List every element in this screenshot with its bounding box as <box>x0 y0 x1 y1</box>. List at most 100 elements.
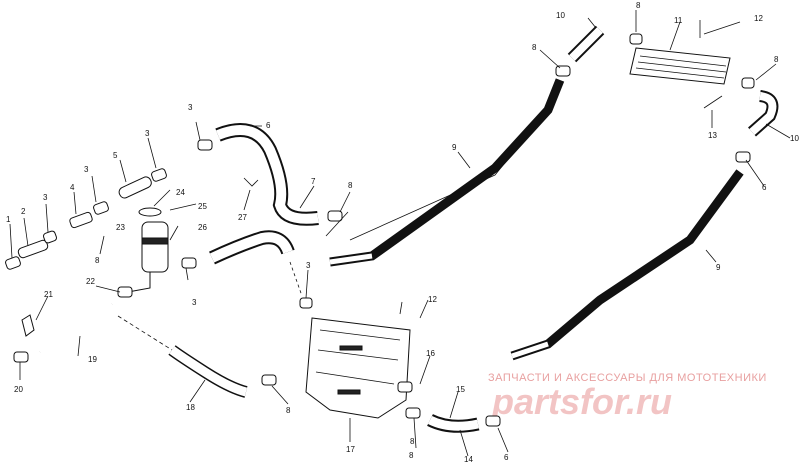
clamp <box>741 77 755 89</box>
exchanger-slot <box>339 345 363 351</box>
tee-fitting <box>69 211 93 229</box>
watermark: ЗАПЧАСТИ И АКСЕССУАРЫ ДЛЯ МОТОТЕХНИКИ pa… <box>488 372 767 422</box>
clamp <box>299 297 313 309</box>
callout-label: 21 <box>44 290 53 299</box>
callout-label: 22 <box>86 277 95 286</box>
clamp <box>13 351 29 363</box>
callout-label: 3 <box>43 193 48 202</box>
reservoir-cap <box>138 207 162 217</box>
reservoir-outlet <box>127 272 151 293</box>
clamp <box>93 201 109 215</box>
callout-label: 3 <box>192 298 197 307</box>
tube-9-lower <box>510 169 744 361</box>
callout-label: 20 <box>14 385 23 394</box>
callout-label: 26 <box>198 223 207 232</box>
callout-label: 8 <box>410 437 415 446</box>
hose-segment <box>17 239 49 259</box>
hose-assembly-left <box>5 168 167 270</box>
callout-label: 6 <box>762 183 767 192</box>
callout-label: 24 <box>176 188 185 197</box>
cooler-tube-lower <box>510 151 751 361</box>
radiator-fins <box>635 55 727 79</box>
hose-7-body <box>209 232 293 263</box>
callout-label: 8 <box>774 55 779 64</box>
callout-label: 16 <box>426 349 435 358</box>
tube-9-upper-end <box>329 253 373 265</box>
reservoir-band <box>141 237 169 245</box>
leader-line <box>117 315 173 351</box>
leader-lines <box>9 10 791 457</box>
lower-left-hoses <box>13 300 248 398</box>
tube-9-upper-guide <box>349 119 541 241</box>
callout-label: 6 <box>266 121 271 130</box>
callout-label: 8 <box>95 256 100 265</box>
callout-label: 18 <box>186 403 195 412</box>
hose-10b <box>749 92 777 135</box>
leader-line <box>325 211 349 237</box>
callout-label: 9 <box>452 143 457 152</box>
callout-label: 3 <box>145 129 150 138</box>
exchanger-slot <box>337 389 361 395</box>
callout-label: 5 <box>113 151 118 160</box>
clamp <box>485 415 501 427</box>
clamp <box>261 374 277 386</box>
reservoir-body <box>141 221 169 273</box>
callout-labels: 1 2 3 3 4 5 3 24 25 23 26 8 22 3 21 19 2… <box>6 1 799 463</box>
callout-label: 17 <box>346 445 355 454</box>
exchanger-ribs <box>315 329 401 385</box>
clamp <box>327 210 343 222</box>
clamp <box>5 256 21 270</box>
clamp <box>117 286 133 298</box>
clamp <box>735 151 751 163</box>
clamp <box>42 230 58 244</box>
heat-exchanger-17 <box>261 317 421 419</box>
callout-label: 11 <box>674 16 683 25</box>
cooler-tube-upper <box>325 25 605 267</box>
callout-label: 7 <box>311 177 316 186</box>
hose-14 <box>427 414 501 433</box>
pin-13 <box>703 95 723 109</box>
tube-9-upper <box>329 78 565 267</box>
exchanger-body <box>305 317 411 419</box>
hose-6-upper <box>197 123 343 226</box>
callout-label: 3 <box>306 261 311 270</box>
callout-label: 8 <box>286 406 291 415</box>
clamp <box>629 33 643 45</box>
hose-6 <box>216 125 319 224</box>
hose-10 <box>569 27 603 61</box>
callout-label: 8 <box>348 181 353 190</box>
callout-label: 3 <box>84 165 89 174</box>
callout-label: 10 <box>790 134 799 143</box>
callout-label: 15 <box>456 385 465 394</box>
clamp <box>555 65 571 77</box>
radiator-11 <box>629 20 779 137</box>
callout-label: 1 <box>6 215 11 224</box>
watermark-logo: partsfor.ru <box>491 381 672 422</box>
callout-label: 23 <box>116 223 125 232</box>
clamp <box>181 257 197 269</box>
callout-label: 2 <box>21 207 26 216</box>
watermark-tagline: ЗАПЧАСТИ И АКСЕССУАРЫ ДЛЯ МОТОТЕХНИКИ <box>488 372 767 384</box>
callout-label: 13 <box>708 131 717 140</box>
callout-label: 8 <box>409 451 414 460</box>
callout-label: 8 <box>636 1 641 10</box>
clamp <box>151 168 167 182</box>
hose-7 <box>209 230 313 309</box>
clip-27 <box>243 177 259 187</box>
leader-line <box>289 261 303 297</box>
callout-label: 9 <box>716 263 721 272</box>
clamp <box>197 139 213 151</box>
callout-label: 14 <box>464 455 473 463</box>
callout-label: 3 <box>188 103 193 112</box>
coolant-reservoir <box>117 207 197 298</box>
clamp <box>397 381 413 393</box>
callout-label: 10 <box>556 11 565 20</box>
callout-label: 25 <box>198 202 207 211</box>
callout-label: 12 <box>754 14 763 23</box>
clamp <box>405 407 421 419</box>
fitting-21 <box>21 314 35 337</box>
hose-14-body <box>427 415 479 431</box>
tube-9-lower-end <box>511 341 549 359</box>
hose-18 <box>169 346 248 397</box>
